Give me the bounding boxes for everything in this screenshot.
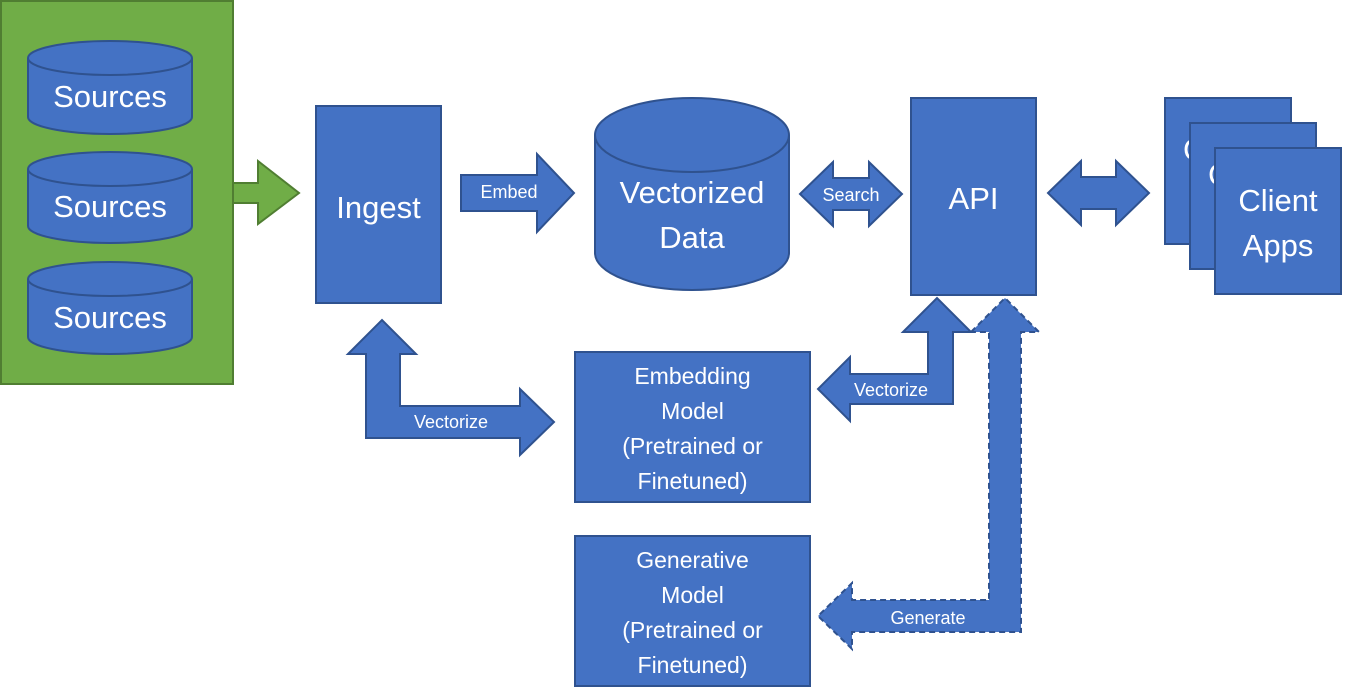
sources-database-2: Sources <box>27 151 193 244</box>
client-apps-label-line1: Client <box>1238 183 1318 218</box>
generative-model-line3: (Pretrained or <box>622 617 763 643</box>
client-apps-label-line2: Apps <box>1243 228 1314 263</box>
vectorized-data-label-line1: Vectorized <box>620 175 765 210</box>
ingest-box: Ingest <box>315 105 442 304</box>
vectorized-data-label-line2: Data <box>659 220 725 255</box>
embed-label: Embed <box>480 182 537 202</box>
ingest-label: Ingest <box>336 190 421 225</box>
generative-model-line4: Finetuned) <box>638 652 748 678</box>
embedding-model-line1: Embedding <box>634 363 750 389</box>
sources-label: Sources <box>53 300 167 335</box>
generative-model-line1: Generative <box>636 547 749 573</box>
vectorize-right-label: Vectorize <box>854 380 928 400</box>
sources-label: Sources <box>53 189 167 224</box>
search-label: Search <box>822 185 879 205</box>
search-double-arrow: Search <box>798 159 904 229</box>
api-vectorize-arrow: Vectorize <box>816 296 974 424</box>
generate-label: Generate <box>890 608 965 628</box>
vectorized-data-database: Vectorized Data <box>594 97 790 291</box>
embedding-model-box: Embedding Model (Pretrained or Finetuned… <box>574 351 811 503</box>
sources-database-3: Sources <box>27 261 193 355</box>
sources-to-ingest-arrow <box>232 158 301 227</box>
sources-label: Sources <box>53 79 167 114</box>
generative-model-line2: Model <box>661 582 724 608</box>
embedding-model-line4: Finetuned) <box>638 468 748 494</box>
api-label: API <box>949 181 999 216</box>
api-box: API <box>910 97 1037 296</box>
client-apps-stack: C C Client Apps <box>1164 97 1342 295</box>
client-app-card-front <box>1214 147 1342 295</box>
api-generate-arrow: Generate <box>816 296 1042 652</box>
embedding-model-line3: (Pretrained or <box>622 433 763 459</box>
ingest-vectorize-arrow: Vectorize <box>345 318 556 458</box>
embed-arrow: Embed <box>460 151 576 235</box>
api-client-double-arrow <box>1046 158 1151 228</box>
embedding-model-line2: Model <box>661 398 724 424</box>
generative-model-box: Generative Model (Pretrained or Finetune… <box>574 535 811 687</box>
vectorize-left-label: Vectorize <box>414 412 488 432</box>
sources-database-1: Sources <box>27 40 193 135</box>
